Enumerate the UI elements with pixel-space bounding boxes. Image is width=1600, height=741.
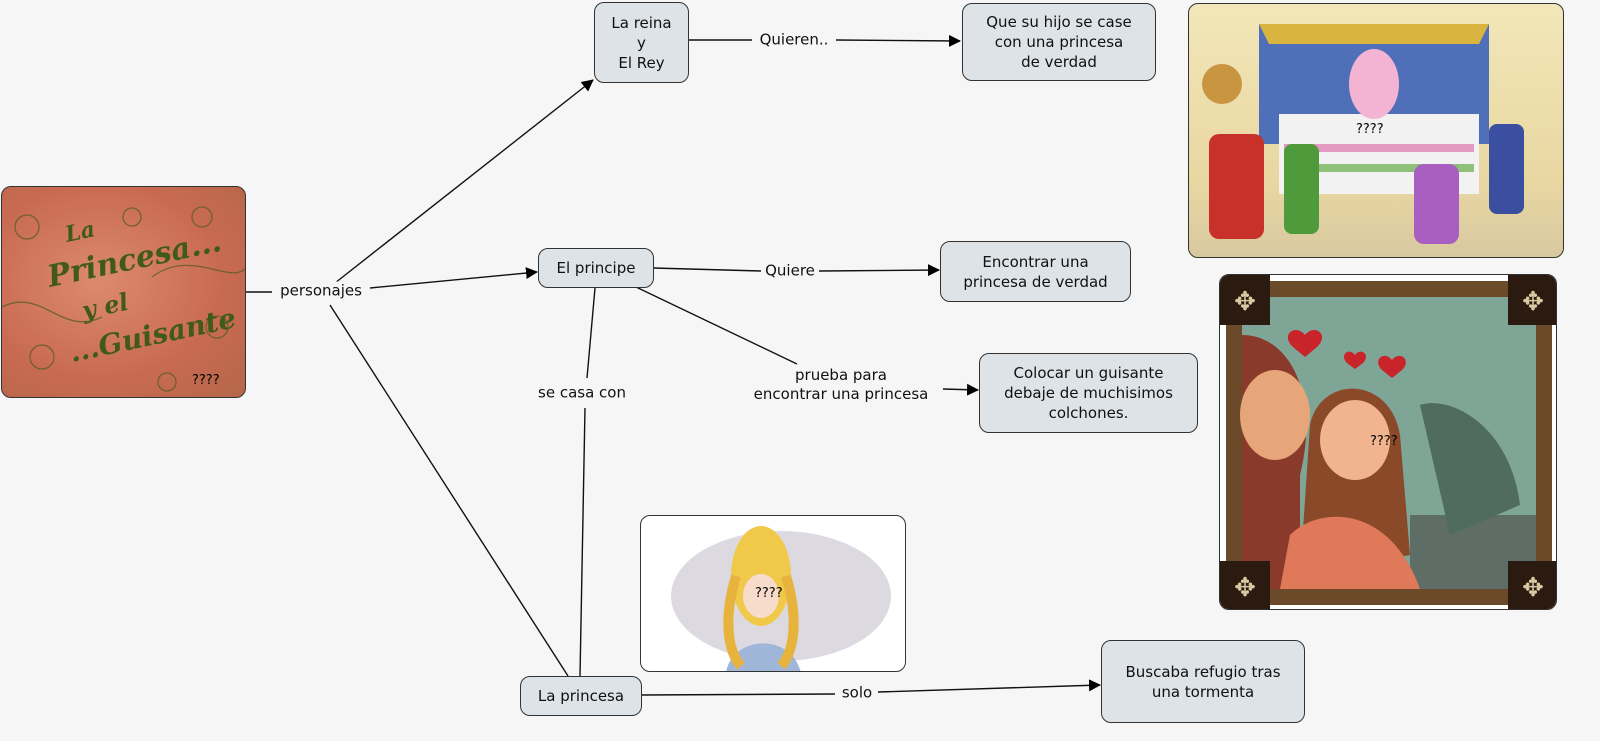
concept-refugio[interactable]: Buscaba refugio tras una tormenta <box>1101 640 1305 723</box>
linking-phrase-se-casa-con: se casa con <box>538 383 626 403</box>
link-quieren-deseo <box>835 34 961 47</box>
svg-text:✥: ✥ <box>1522 287 1544 317</box>
link-principe-quiere <box>652 267 762 272</box>
link-personajes-principe <box>369 267 538 289</box>
link-secasa-princesa <box>579 407 586 677</box>
svg-text:✥: ✥ <box>1234 573 1256 603</box>
svg-text:✥: ✥ <box>1234 287 1256 317</box>
concept-reyes[interactable]: La reina y El Rey <box>594 2 689 83</box>
princess-illustration <box>671 526 891 671</box>
svg-text:✥: ✥ <box>1522 573 1544 603</box>
concept-principe[interactable]: El principe <box>538 248 654 288</box>
framed-image-overlay: ???? <box>1370 434 1398 449</box>
concept-deseo-reyes[interactable]: Que su hijo se case con una princesa de … <box>962 3 1156 81</box>
title-image: La Princesa... y el ...Guisante ???? <box>1 186 246 398</box>
link-principe-secasa <box>586 287 596 379</box>
link-personajes-princesa <box>329 304 569 677</box>
svg-text:La: La <box>62 216 97 248</box>
link-personajes-reyes <box>334 79 594 284</box>
concept-prueba[interactable]: Colocar un guisante debaje de muchisimos… <box>979 353 1198 433</box>
svg-text:y el: y el <box>78 287 131 325</box>
bedroom-illustration <box>1202 24 1524 244</box>
linking-phrase-quieren: Quieren.. <box>759 30 829 50</box>
bedroom-image: ???? <box>1188 3 1564 258</box>
title-lettering-graphic: La Princesa... y el ...Guisante <box>2 206 245 392</box>
framed-image: ✥ ✥ ✥ ✥ ???? <box>1219 274 1557 610</box>
title-image-overlay: ???? <box>192 373 220 388</box>
link-quiere-deseo <box>818 264 940 277</box>
princess-image: ???? <box>640 515 906 672</box>
framed-couple-illustration: ✥ ✥ ✥ ✥ <box>1220 275 1556 609</box>
bedroom-image-overlay: ???? <box>1356 122 1384 137</box>
linking-phrase-personajes: personajes <box>280 281 362 301</box>
princess-image-overlay: ???? <box>755 586 783 601</box>
linking-phrase-prueba-para: prueba para encontrar una princesa <box>753 366 929 404</box>
concept-princesa[interactable]: La princesa <box>520 676 642 716</box>
link-principe-prueba <box>635 286 798 365</box>
linking-phrase-solo: solo <box>841 683 873 703</box>
link-prueba-colocar <box>942 383 979 396</box>
linking-phrase-quiere: Quiere <box>765 261 815 281</box>
link-princesa-solo <box>640 693 836 696</box>
concept-deseo-principe[interactable]: Encontrar una princesa de verdad <box>940 241 1131 302</box>
link-solo-refugio <box>877 679 1101 693</box>
